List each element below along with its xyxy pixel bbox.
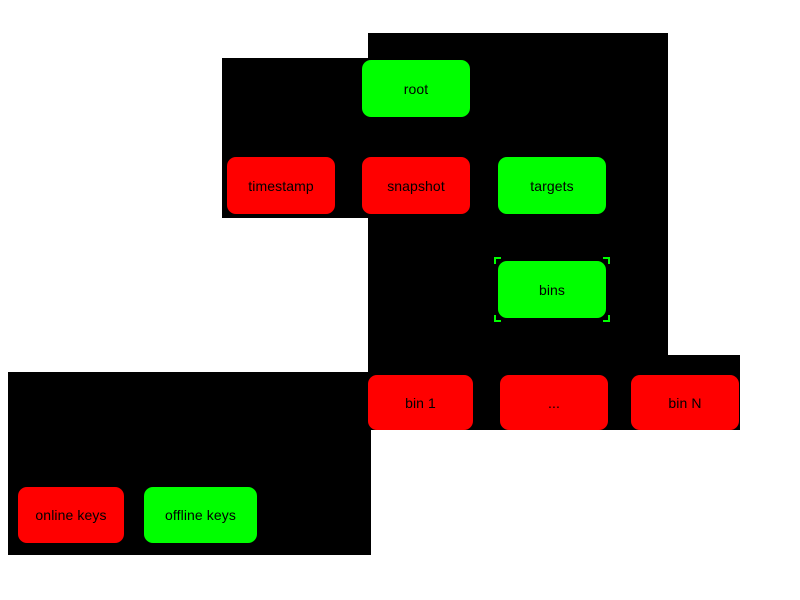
node-label-bins: bins (538, 281, 566, 298)
node-label-online-keys: online keys (35, 507, 107, 523)
node-label-bin-ellipsis: ... (548, 394, 560, 411)
selection-handle-br[interactable] (603, 315, 610, 322)
node-root[interactable]: root (362, 60, 470, 117)
node-bins[interactable]: bins (494, 257, 610, 322)
node-bin-n[interactable]: bin N (631, 375, 739, 430)
node-label-targets: targets (530, 177, 574, 194)
node-bin-1[interactable]: bin 1 (368, 375, 473, 430)
selection-handle-tr[interactable] (603, 257, 610, 264)
node-targets[interactable]: targets (498, 157, 606, 214)
selection-handle-tl[interactable] (494, 257, 501, 264)
node-online-keys[interactable]: online keys (18, 487, 124, 543)
node-label-timestamp: timestamp (248, 177, 314, 194)
node-label-snapshot: snapshot (387, 177, 445, 194)
node-label-bin-1: bin 1 (405, 394, 436, 411)
node-label-root: root (403, 80, 429, 97)
node-timestamp[interactable]: timestamp (227, 157, 335, 214)
node-bin-ellipsis[interactable]: ... (500, 375, 608, 430)
node-label-offline-keys: offline keys (165, 507, 236, 523)
node-label-bin-n: bin N (668, 394, 702, 411)
selection-handle-bl[interactable] (494, 315, 501, 322)
node-offline-keys[interactable]: offline keys (144, 487, 257, 543)
node-snapshot[interactable]: snapshot (362, 157, 470, 214)
